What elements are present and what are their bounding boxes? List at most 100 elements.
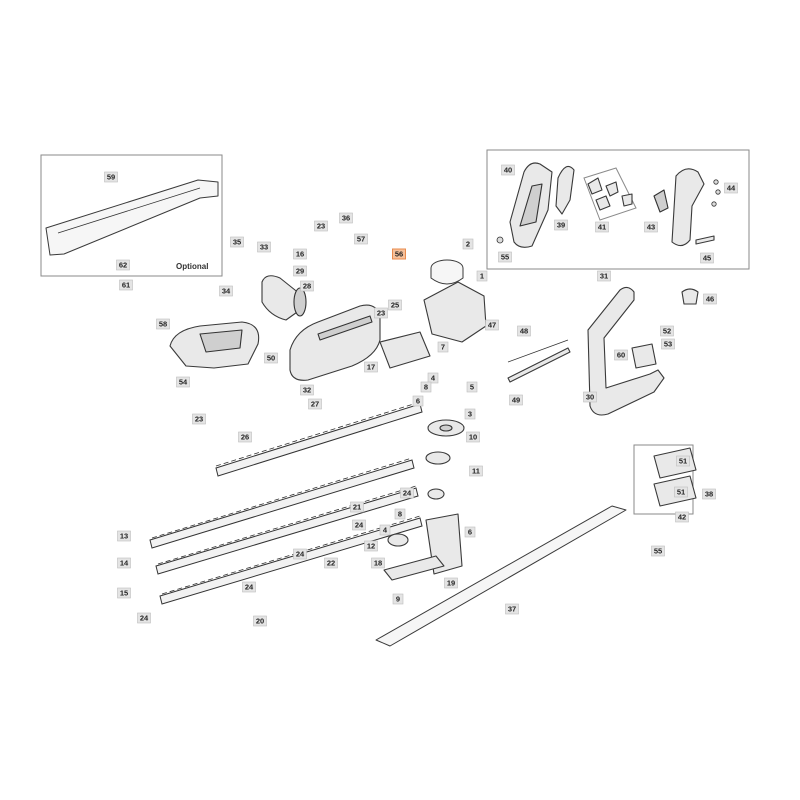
optional-kit-box: Optional xyxy=(40,154,223,277)
part-label-text: 58 xyxy=(159,320,167,329)
part-label-45: 45 xyxy=(700,252,714,264)
part-label-text: 62 xyxy=(119,261,127,270)
part-label-box xyxy=(238,431,252,443)
part-label-44: 44 xyxy=(724,182,738,194)
guide-plate-part xyxy=(379,331,431,369)
part-label-box xyxy=(350,501,364,513)
part-label-box xyxy=(117,587,131,599)
part-label-text: 4 xyxy=(383,526,388,535)
part-label-50: 50 xyxy=(264,352,278,364)
part-label-text: 59 xyxy=(107,173,115,182)
part-label-3: 3 xyxy=(464,408,476,420)
part-label-box xyxy=(702,488,716,500)
part-label-53: 53 xyxy=(661,338,675,350)
part-label-text: 26 xyxy=(241,433,249,442)
part-label-box xyxy=(308,398,322,410)
part-label-box xyxy=(364,361,378,373)
part-label-text: 55 xyxy=(501,253,509,262)
part-label-box xyxy=(253,615,267,627)
part-label-text: 13 xyxy=(120,532,128,541)
part-label-box xyxy=(300,384,314,396)
handle-half-right-part xyxy=(671,168,705,247)
part-label-text: 16 xyxy=(296,250,304,259)
part-label-24d: 24 xyxy=(242,581,256,593)
part-label-36: 36 xyxy=(339,212,353,224)
part-label-text: 40 xyxy=(504,166,512,175)
part-label-20: 20 xyxy=(253,615,267,627)
part-label-32: 32 xyxy=(300,384,314,396)
part-label-text: 23 xyxy=(377,309,385,318)
part-label-box xyxy=(192,413,206,425)
part-label-box xyxy=(176,376,190,388)
part-label-26: 26 xyxy=(238,431,252,443)
part-label-box xyxy=(400,487,414,499)
part-label-40: 40 xyxy=(501,164,515,176)
gear-housing-part xyxy=(423,281,487,343)
part-label-text: 14 xyxy=(120,559,129,568)
part-label-text: 9 xyxy=(396,595,400,604)
part-label-42: 42 xyxy=(675,511,689,523)
part-label-text: 1 xyxy=(480,272,484,281)
part-label-box xyxy=(388,299,402,311)
part-label-box xyxy=(412,395,424,407)
part-label-box xyxy=(485,319,499,331)
part-label-box xyxy=(119,279,133,291)
part-label-41: 41 xyxy=(595,221,609,233)
part-label-57: 57 xyxy=(354,233,368,245)
part-label-text: 48 xyxy=(520,327,528,336)
part-label-box xyxy=(554,219,568,231)
part-label-box xyxy=(505,603,519,615)
part-label-text: 12 xyxy=(367,542,375,551)
part-label-box xyxy=(264,352,278,364)
part-label-box xyxy=(379,524,391,536)
part-label-box xyxy=(583,391,597,403)
trigger-part xyxy=(555,165,575,215)
part-label-25: 25 xyxy=(388,299,402,311)
part-label-text: 44 xyxy=(727,184,736,193)
part-label-24e: 24 xyxy=(137,612,151,624)
part-label-text: 34 xyxy=(222,287,231,296)
part-label-28: 28 xyxy=(300,280,314,292)
part-label-box xyxy=(462,238,474,250)
part-label-11: 11 xyxy=(469,465,483,477)
part-label-box xyxy=(469,465,483,477)
bale-handle-part xyxy=(587,286,665,416)
part-label-1: 1 xyxy=(476,270,488,282)
part-label-text: 36 xyxy=(342,214,350,223)
part-label-12: 12 xyxy=(364,540,378,552)
gear-train xyxy=(383,419,465,581)
part-label-box xyxy=(595,221,609,233)
part-label-text: 8 xyxy=(424,383,428,392)
part-label-text: 4 xyxy=(431,374,436,383)
part-label-35: 35 xyxy=(230,236,244,248)
part-label-8b: 8 xyxy=(394,508,406,520)
part-label-box xyxy=(374,307,388,319)
part-label-text: 35 xyxy=(233,238,241,247)
part-label-60: 60 xyxy=(614,349,628,361)
part-label-box xyxy=(156,318,170,330)
part-label-box xyxy=(314,220,328,232)
part-label-14: 14 xyxy=(117,557,131,569)
part-label-text: 30 xyxy=(586,393,594,402)
part-label-box xyxy=(137,612,151,624)
part-label-text: 2 xyxy=(466,240,470,249)
part-label-box xyxy=(614,349,628,361)
part-label-33: 33 xyxy=(257,241,271,253)
part-label-box xyxy=(324,557,338,569)
part-label-box xyxy=(293,265,307,277)
part-label-39: 39 xyxy=(554,219,568,231)
part-label-box xyxy=(466,431,480,443)
part-label-text: 37 xyxy=(508,605,516,614)
part-label-text: 27 xyxy=(311,400,319,409)
part-label-text: 47 xyxy=(488,321,496,330)
part-label-29: 29 xyxy=(293,265,307,277)
part-label-box xyxy=(509,394,523,406)
part-label-box xyxy=(676,455,690,467)
part-label-58: 58 xyxy=(156,318,170,330)
part-label-text: 50 xyxy=(267,354,275,363)
part-label-box xyxy=(498,251,512,263)
part-label-15: 15 xyxy=(117,587,131,599)
part-label-box xyxy=(703,293,717,305)
part-label-61: 61 xyxy=(119,279,133,291)
